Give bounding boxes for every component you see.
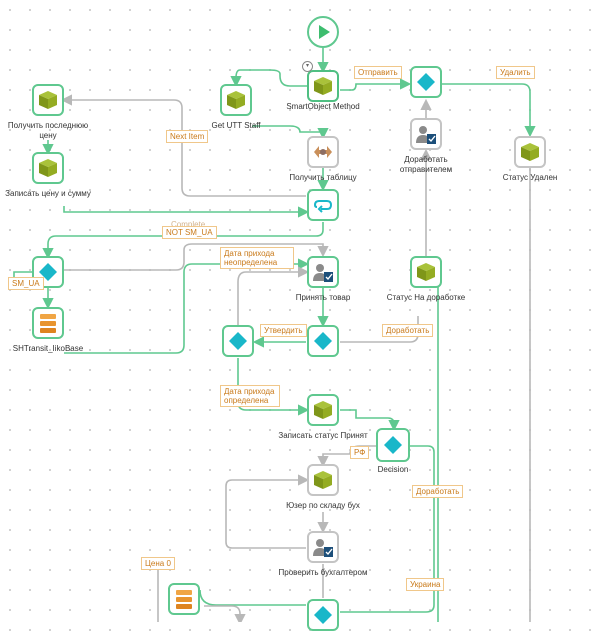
- diamond-icon: [229, 332, 247, 350]
- caption-write-price: Записать цену и сумму: [5, 189, 91, 198]
- play-icon: [319, 25, 330, 39]
- user-task-icon: [416, 126, 436, 144]
- node-rework-sender[interactable]: [410, 118, 442, 150]
- diamond-icon: [314, 606, 332, 624]
- diamond-icon: [39, 263, 57, 281]
- wire-smartobject-utt: [230, 69, 308, 88]
- tag-complete[interactable]: Complete: [168, 220, 209, 229]
- cube-icon: [521, 143, 539, 161]
- wire-decision-ukraine: [340, 445, 435, 613]
- wire-bottom-left: [199, 589, 306, 606]
- tag-sm-ua[interactable]: SM_UA: [8, 277, 44, 290]
- tag-not-sm-ua[interactable]: NOT SM_UA: [162, 226, 217, 239]
- node-write-status[interactable]: [307, 394, 339, 426]
- caption-decision: Decision: [377, 465, 409, 474]
- cube-icon: [314, 471, 332, 489]
- wire-smartobject-send: [340, 78, 412, 91]
- caption-get-table: Получить таблицу товаров: [289, 173, 357, 182]
- tag-ukraine[interactable]: Украина: [406, 578, 445, 591]
- node-smartobject-method[interactable]: [307, 70, 339, 102]
- node-status-deleted[interactable]: [514, 136, 546, 168]
- wire-loop-getprice: [60, 94, 306, 197]
- user-task-icon: [313, 264, 333, 282]
- table-gear-icon: [314, 146, 332, 158]
- node-write-price[interactable]: [32, 152, 64, 184]
- caption-smartobject-method: SmartObject Method: [286, 102, 360, 111]
- diamond-icon: [384, 436, 402, 454]
- database-icon: [40, 314, 56, 333]
- tag-rework[interactable]: Доработать: [382, 324, 434, 337]
- caption-check-accountant: Проверить бухгалтером: [278, 568, 368, 577]
- node-decision[interactable]: [376, 428, 410, 462]
- caption-write-status: Записать статус Принят: [278, 431, 368, 440]
- tag-delete[interactable]: Удалить: [496, 66, 535, 79]
- chevron-down-icon[interactable]: ▾: [302, 61, 313, 72]
- cube-icon: [417, 263, 435, 281]
- wire-write-loop: [63, 206, 310, 218]
- wire-check-loop: [225, 474, 310, 549]
- node-date-decision[interactable]: [222, 325, 254, 357]
- caption-get-last-price: Получить последнюю цену: [7, 121, 89, 140]
- tag-price-zero[interactable]: Цена 0: [141, 557, 175, 570]
- cube-icon: [314, 77, 332, 95]
- caption-rework-sender: Доработать отправителем: [399, 155, 453, 174]
- tag-rework-2[interactable]: Доработать: [412, 485, 464, 498]
- start-node[interactable]: [307, 16, 339, 48]
- node-check-accountant[interactable]: [307, 531, 339, 563]
- caption-status-rework: Статус На доработке: [386, 293, 466, 302]
- node-db-bottom[interactable]: [168, 583, 200, 615]
- tag-send[interactable]: Отправить: [354, 66, 402, 79]
- node-bottom-decision[interactable]: [307, 599, 339, 631]
- tag-approve[interactable]: Утвердить: [260, 324, 307, 337]
- node-approve-decision[interactable]: [307, 325, 339, 357]
- wire-db-right: [204, 605, 246, 622]
- node-get-utt-staff[interactable]: [220, 84, 252, 116]
- caption-shtransit: SHTransit_IikoBase: [12, 344, 84, 353]
- node-accept-goods[interactable]: [307, 256, 339, 288]
- diamond-icon: [314, 332, 332, 350]
- tag-next-item[interactable]: Next Item: [166, 130, 209, 143]
- tag-date-defined[interactable]: Дата прихода определена: [220, 385, 280, 407]
- node-get-table[interactable]: [307, 136, 339, 168]
- cube-icon: [39, 91, 57, 109]
- wire-sm-accept: [64, 243, 329, 271]
- node-send-decision[interactable]: [410, 66, 442, 98]
- user-task-icon: [313, 539, 333, 557]
- wire-write-decision: [340, 409, 400, 432]
- wire-date-accept: [237, 266, 310, 326]
- caption-status-deleted: Статус Удален: [502, 173, 558, 182]
- wire-shtransit-accept: [64, 258, 310, 354]
- tag-date-undefined[interactable]: Дата прихода неопределена: [220, 247, 294, 269]
- tag-rf[interactable]: РФ: [350, 446, 370, 459]
- wire-utt-gettable: [252, 125, 329, 140]
- caption-get-utt-staff: Get UTT Staff: [211, 121, 261, 130]
- database-icon: [176, 590, 192, 609]
- node-shtransit[interactable]: [32, 307, 64, 339]
- loop-icon: [313, 200, 333, 213]
- cube-icon: [227, 91, 245, 109]
- node-loop[interactable]: [307, 189, 339, 221]
- cube-icon: [39, 159, 57, 177]
- caption-accept-goods: Принять товар: [295, 293, 351, 302]
- diamond-icon: [417, 73, 435, 91]
- cube-icon: [314, 401, 332, 419]
- wire-send-delete: [442, 83, 536, 138]
- node-user-warehouse[interactable]: [307, 464, 339, 496]
- node-get-last-price[interactable]: [32, 84, 64, 116]
- caption-user-warehouse: Юзер по складу бух: [286, 501, 360, 510]
- node-status-rework[interactable]: [410, 256, 442, 288]
